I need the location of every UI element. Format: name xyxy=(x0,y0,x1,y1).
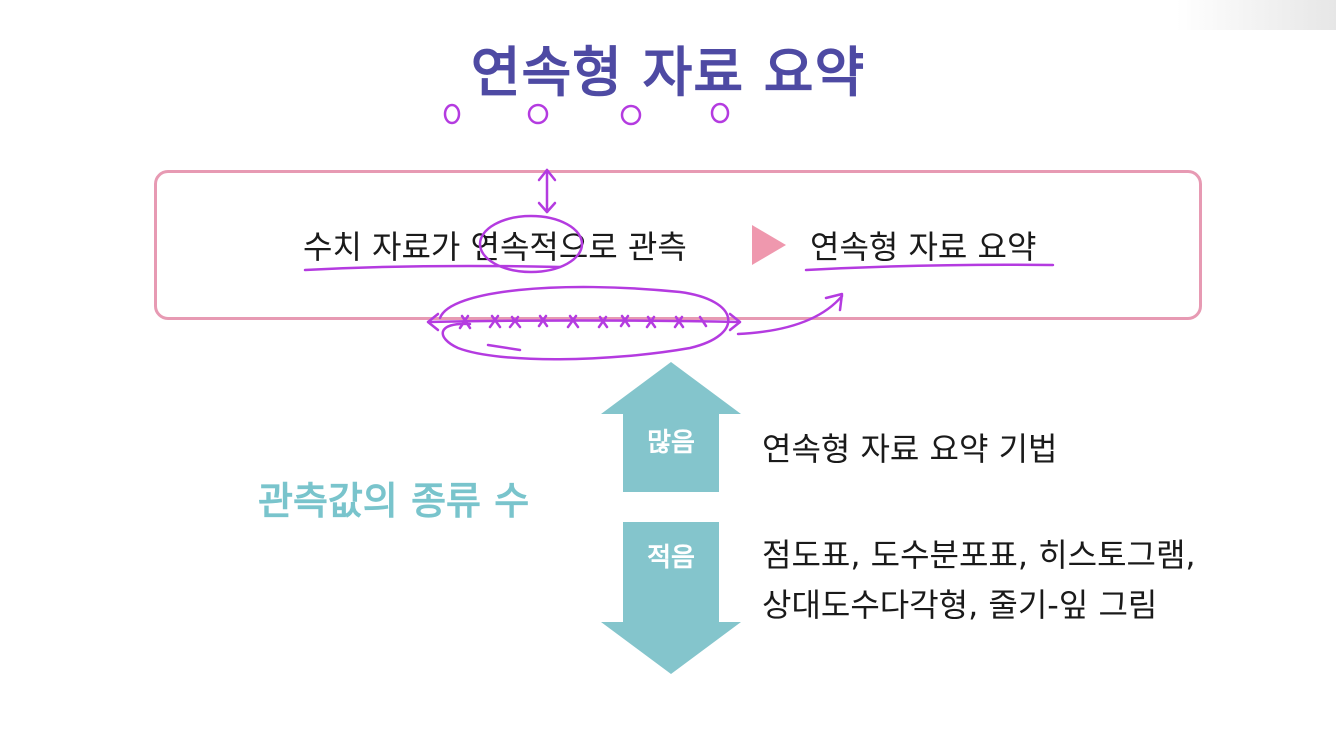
box-right-text: 연속형 자료 요약 xyxy=(810,228,1037,266)
description-few-line2: 상대도수다각형, 줄기-잎 그림 xyxy=(762,586,1158,624)
ink-circle xyxy=(620,104,642,126)
description-many: 연속형 자료 요약 기법 xyxy=(762,430,1058,468)
ink-circle xyxy=(527,103,549,125)
description-few-line1: 점도표, 도수분포표, 히스토그램, xyxy=(762,536,1196,574)
right-triangle-icon xyxy=(752,225,786,265)
arrow-label-many: 많음 xyxy=(647,428,695,458)
box-left-text: 수치 자료가 연속적으로 관측 xyxy=(303,228,687,266)
ink-number-line xyxy=(426,319,742,324)
top-edge-shadow xyxy=(1176,0,1336,30)
arrow-label-few: 적음 xyxy=(647,543,695,573)
up-down-double-arrow-icon xyxy=(601,362,741,674)
observation-count-label: 관측값의 종류 수 xyxy=(258,479,530,523)
slide-title: 연속형 자료 요약 xyxy=(470,41,866,104)
ink-circle xyxy=(443,103,461,125)
